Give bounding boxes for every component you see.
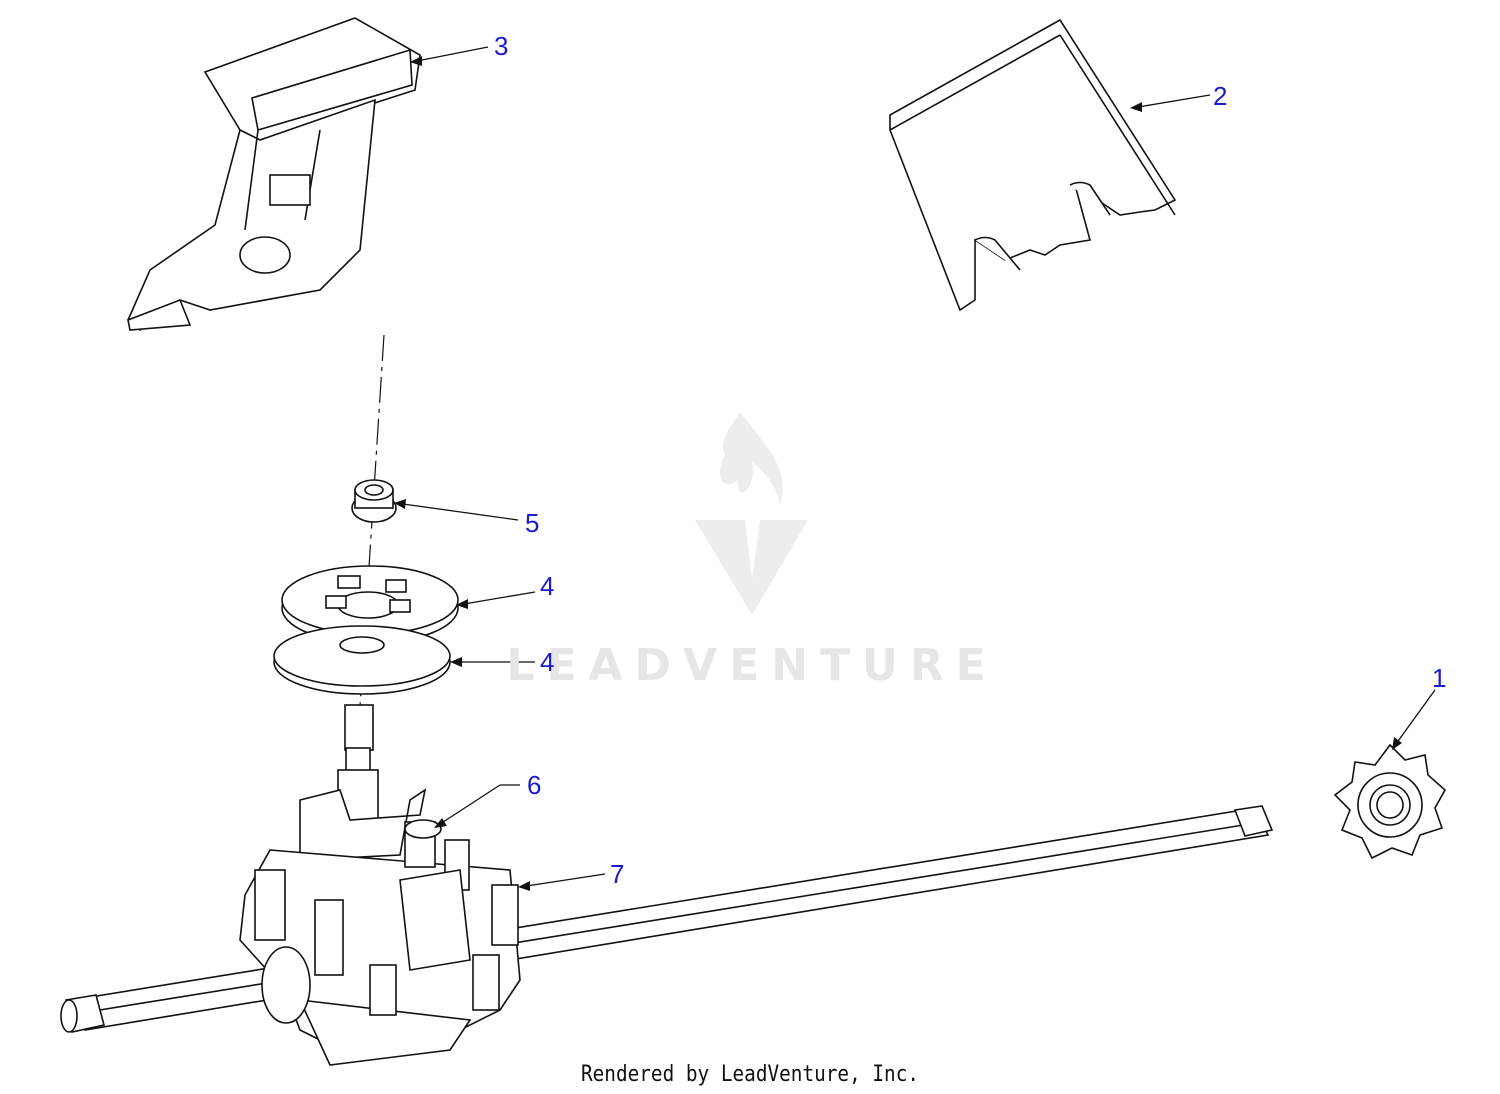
callout-2: 2 [1213, 81, 1228, 111]
callout-3: 3 [494, 31, 509, 61]
callout-5: 5 [525, 508, 540, 538]
leader-6 [434, 784, 520, 828]
part-3-bracket [127, 17, 421, 332]
watermark-text: LEADVENTURE [506, 640, 998, 691]
part-4-pulley-lower [273, 625, 451, 695]
leader-7 [518, 873, 606, 891]
callout-4-upper: 4 [540, 571, 555, 601]
part-4-pulley-upper [281, 565, 459, 644]
watermark-logo [695, 412, 808, 615]
leader-5 [394, 499, 519, 521]
part-5-nut [351, 479, 397, 523]
leader-4b [450, 657, 535, 667]
part-2-plate [889, 18, 1177, 312]
callout-6: 6 [527, 770, 542, 800]
leader-3 [410, 46, 489, 66]
callout-4-lower: 4 [540, 647, 555, 677]
callout-7: 7 [610, 859, 625, 889]
leader-4a [456, 591, 536, 609]
callout-1: 1 [1432, 663, 1447, 693]
part-1-gear [1333, 743, 1447, 860]
leader-1 [1392, 689, 1436, 750]
leader-2 [1130, 94, 1211, 112]
footer-credit: Rendered by LeadVenture, Inc. [580, 1062, 920, 1087]
part-transmission-housing [239, 704, 521, 1066]
